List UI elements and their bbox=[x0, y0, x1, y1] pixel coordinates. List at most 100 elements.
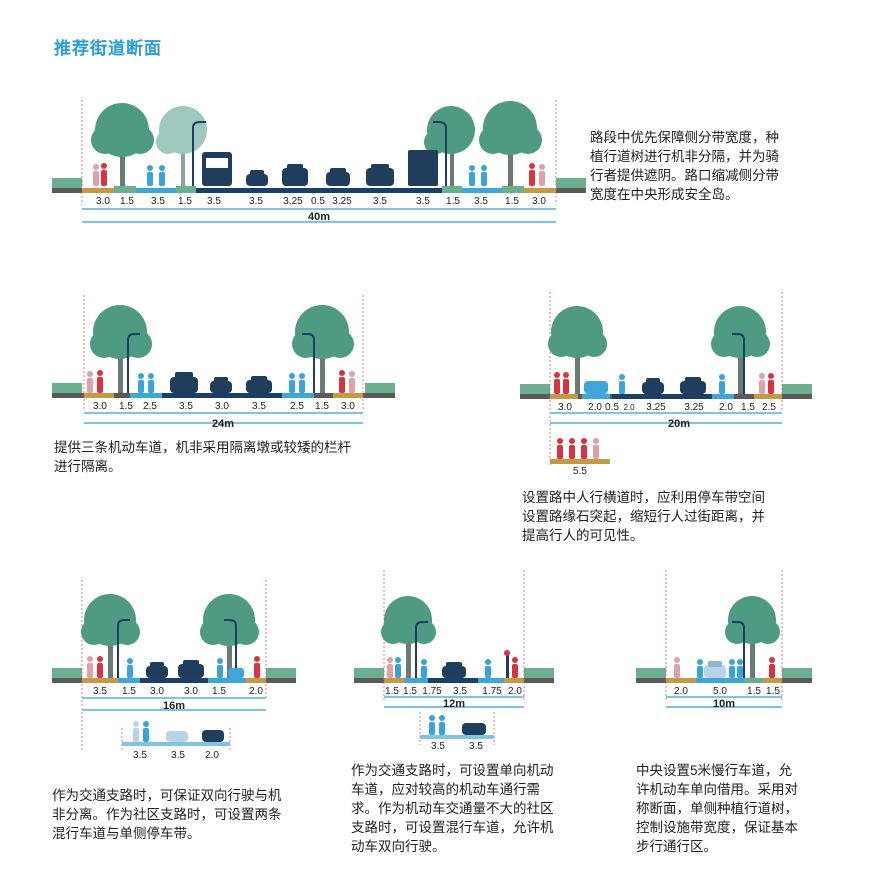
lane-width: 3.5 bbox=[453, 686, 467, 697]
total-width: 12m bbox=[442, 698, 466, 710]
sidewalk-right bbox=[524, 188, 556, 193]
lane-width: 3.25 bbox=[332, 196, 352, 207]
curb-extension-detail bbox=[550, 438, 610, 464]
lane-width-alt: 3.5 bbox=[469, 741, 483, 752]
car-icon bbox=[584, 381, 608, 394]
page-title: 推荐街道断面 bbox=[54, 39, 162, 58]
section-12m: 1.5 1.5 1.75 3.5 1.75 2.0 12m 3.5 3.5 bbox=[354, 570, 554, 752]
verge-left bbox=[52, 178, 82, 188]
car-icon bbox=[178, 660, 204, 678]
pedestrian-icon bbox=[87, 371, 93, 393]
pedestrian-icon bbox=[101, 163, 107, 186]
cyclist-icon bbox=[719, 374, 725, 394]
truck-icon bbox=[408, 150, 438, 186]
section-10m-drawing bbox=[636, 570, 812, 708]
lane-width: 1.5 bbox=[122, 686, 136, 697]
lane-width: 2.0 bbox=[674, 686, 688, 697]
lane-width: 3.0 bbox=[150, 686, 164, 697]
cyclist-icon bbox=[481, 165, 487, 186]
lane-width: 2.0 bbox=[588, 402, 602, 413]
section-10m-description: 中央设置5米慢行车道，允 许机动车单向借用。采用对 称断面，单侧种植行道树， 控… bbox=[636, 763, 798, 854]
lane-width: 2.0 bbox=[719, 402, 733, 413]
lane-width: 1.75 bbox=[482, 686, 502, 697]
car-icon bbox=[704, 661, 726, 678]
median-left bbox=[114, 186, 136, 193]
car-icon bbox=[246, 376, 272, 393]
lane-width: 1.5 bbox=[212, 686, 226, 697]
lane-width: 3.25 bbox=[684, 402, 704, 413]
alt-layout-16m bbox=[121, 721, 231, 752]
lane-width: 3.5 bbox=[373, 196, 387, 207]
street-lamp-icon bbox=[732, 621, 745, 678]
lane-width: 3.0 bbox=[184, 686, 198, 697]
pedestrian-icon bbox=[539, 164, 545, 186]
lane-width-alt: 2.0 bbox=[205, 750, 219, 761]
cyclist-icon bbox=[148, 373, 154, 393]
car-icon bbox=[366, 164, 394, 186]
pedestrian-icon bbox=[87, 656, 93, 678]
tree-icon bbox=[381, 596, 436, 678]
lane-width: 3.25 bbox=[283, 196, 303, 207]
pedestrian-icon bbox=[512, 657, 518, 678]
section-16m-description: 作为交通支路时，可保证双向行驶与机 非分离。作为社区支路时，可设置两条 混行车道… bbox=[52, 788, 282, 841]
section-20m-drawing bbox=[520, 292, 812, 465]
total-width: 20m bbox=[667, 418, 691, 430]
carriageway bbox=[196, 188, 442, 193]
lane-width: 1.5 bbox=[766, 686, 780, 697]
lane-width: 1.5 bbox=[178, 196, 192, 207]
pedestrian-icon bbox=[529, 163, 535, 186]
bike-lane-right bbox=[462, 188, 502, 193]
section-24m-drawing bbox=[52, 295, 395, 424]
tree-icon bbox=[479, 101, 542, 186]
lane-width: 3.0 bbox=[93, 401, 107, 412]
lane-width: 3.5 bbox=[252, 401, 266, 412]
cyclist-icon bbox=[485, 659, 491, 678]
cyclist-icon bbox=[289, 373, 295, 393]
lane-width: 3.0 bbox=[558, 402, 572, 413]
lane-width: 2.0 bbox=[508, 686, 522, 697]
median-right-2 bbox=[502, 186, 524, 193]
cyclist-icon bbox=[421, 659, 427, 678]
cyclist-icon bbox=[729, 659, 735, 678]
bike-lane-left bbox=[136, 188, 176, 193]
street-lamp-icon bbox=[732, 333, 745, 394]
section-16m: 3.5 1.5 3.0 3.0 1.5 2.0 16m 3.5 3.5 2.0 bbox=[52, 580, 296, 761]
section-24m: 3.0 1.5 2.5 3.5 3.0 3.5 2.5 1.5 3.0 24m bbox=[0, 0, 880, 440]
lane-width: 3.0 bbox=[341, 401, 355, 412]
section-24m-description: 提供三条机动车道，机非采用隔离墩或较矮的栏杆 进行隔离。 bbox=[54, 440, 351, 474]
lane-width: 2.0 bbox=[249, 686, 263, 697]
sidewalk-left bbox=[82, 188, 114, 193]
cyclist-icon bbox=[159, 165, 165, 186]
total-width: 24m bbox=[211, 418, 235, 430]
cyclist-icon bbox=[138, 373, 144, 393]
lane-width-alt: 3.5 bbox=[133, 750, 147, 761]
lane-width: 2.5 bbox=[143, 401, 157, 412]
street-lamp-icon bbox=[433, 121, 447, 186]
pedestrian-icon bbox=[339, 370, 345, 393]
verge-right bbox=[556, 178, 586, 188]
lane-width: 3.5 bbox=[474, 196, 488, 207]
pedestrian-icon bbox=[254, 656, 260, 678]
pedestrian-icon bbox=[97, 370, 103, 393]
alt-layout-12m bbox=[419, 712, 495, 745]
car-icon bbox=[228, 668, 244, 678]
tree-icon bbox=[548, 306, 607, 394]
lane-width: 1.5 bbox=[505, 196, 519, 207]
section-40m: 3.0 1.5 3.5 1.5 3.5 3.5 3.25 0.5 3.25 3.… bbox=[0, 0, 880, 240]
car-icon bbox=[442, 662, 466, 678]
total-width: 40m bbox=[307, 211, 331, 223]
lane-width: 1.5 bbox=[747, 686, 761, 697]
section-12m-description: 作为交通支路时，可设置单向机动 车道，应对较高的机动车通行需 求。作为机动车交通… bbox=[351, 763, 554, 854]
street-lamp-icon bbox=[192, 121, 206, 186]
pedestrian-icon bbox=[769, 657, 775, 678]
cyclist-icon bbox=[619, 374, 625, 394]
lane-width-alt: 5.5 bbox=[573, 466, 587, 477]
pedestrian-icon bbox=[759, 373, 765, 394]
bollard-icon bbox=[504, 650, 510, 678]
cyclist-icon bbox=[737, 659, 743, 678]
lane-width: 3.0 bbox=[215, 401, 229, 412]
pedestrian-icon bbox=[97, 656, 103, 678]
lane-width-alt: 3.5 bbox=[431, 741, 445, 752]
lane-width: 1.5 bbox=[385, 686, 399, 697]
section-10m: 2.0 5.0 1.5 1.5 10m bbox=[636, 570, 812, 710]
